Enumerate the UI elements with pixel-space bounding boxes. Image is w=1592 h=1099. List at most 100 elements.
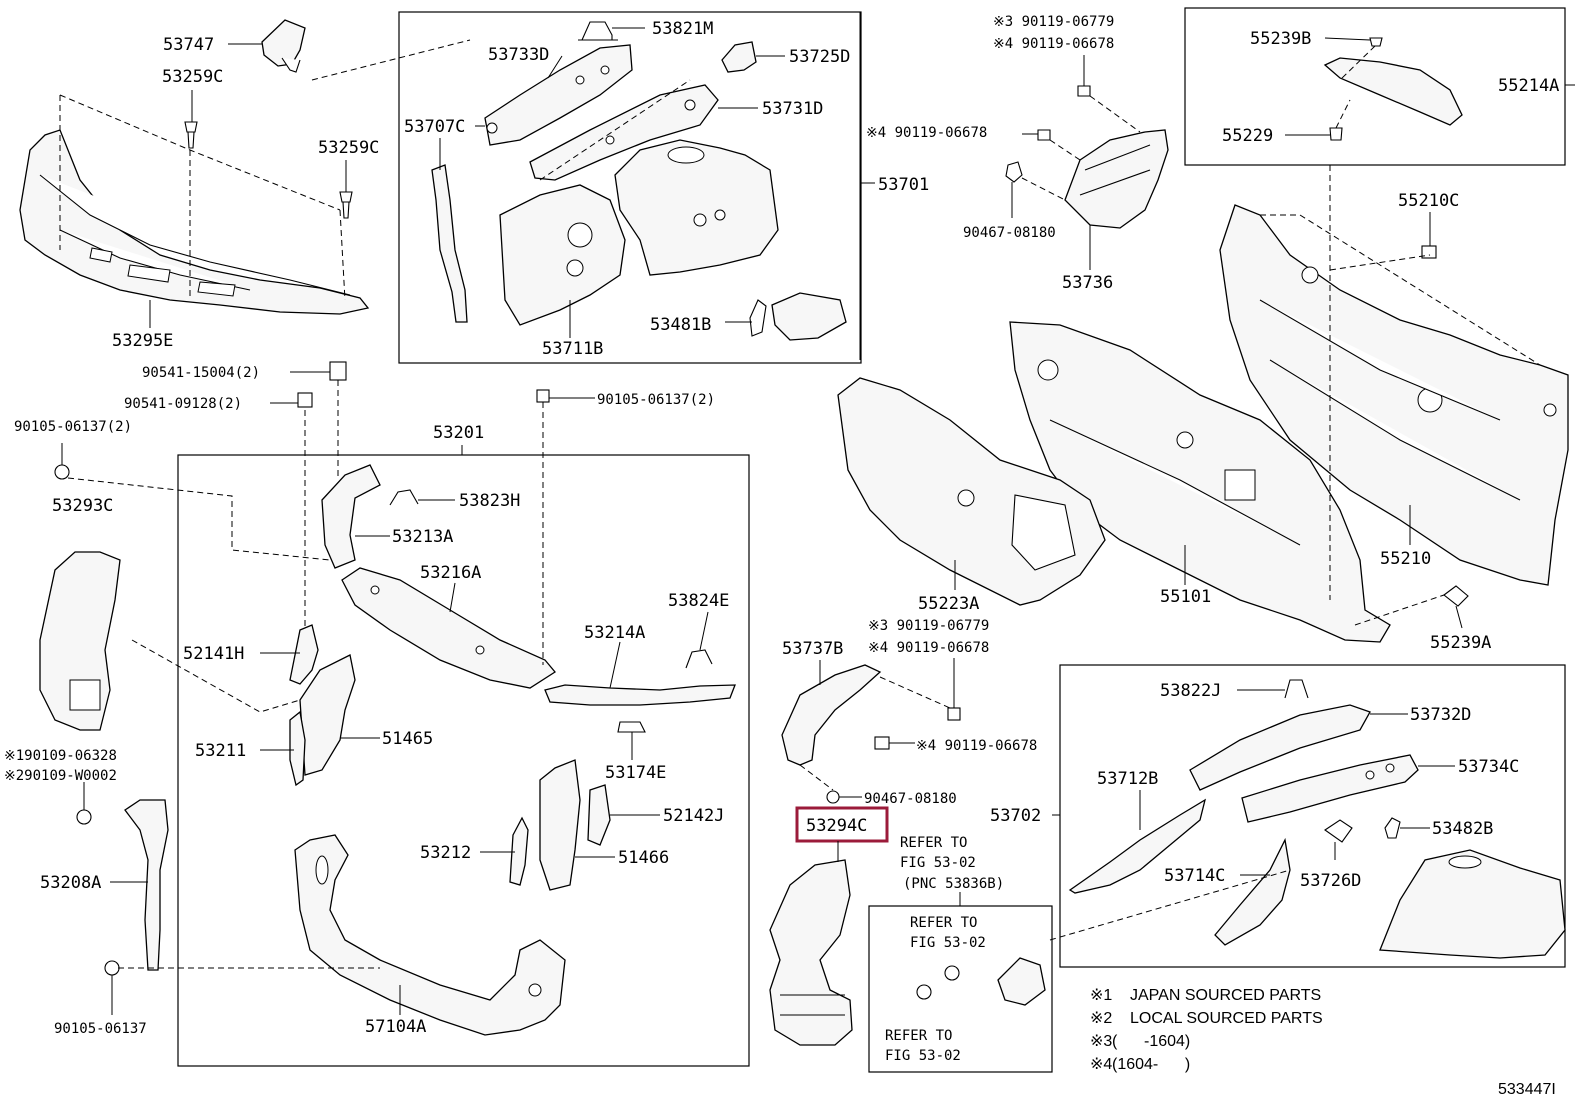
legend: ※1 JAPAN SOURCED PARTS ※2 LOCAL SOURCED … [1090, 987, 1323, 1073]
label-53212: 53212 [420, 843, 471, 863]
refer-2-line-2: FIG 53-02 [910, 935, 986, 951]
legend-text-4: (1604- ) [1112, 1056, 1190, 1073]
label-55239a: 55239A [1430, 633, 1491, 653]
label-55210: 55210 [1380, 549, 1431, 569]
dashed-guides [59, 39, 1541, 969]
part-53823h-shape [389, 489, 419, 506]
refer-1-line-2: FIG 53-02 [900, 855, 976, 871]
label-53726d: 53726D [1300, 871, 1361, 891]
label-53707c: 53707C [404, 117, 465, 137]
label-fastener-4-06678-d: ※4 90119-06678 [916, 738, 1037, 754]
label-53482b: 53482B [1432, 819, 1493, 839]
label-53702: 53702 [990, 806, 1041, 826]
label-53294c: 53294C [806, 816, 867, 836]
part-55210c-shape [1421, 245, 1437, 259]
part-53208a-shape [124, 799, 169, 971]
label-fastener-06137: 90105-06137 [54, 1021, 147, 1037]
label-fastener-4-06678-c: ※4 90119-06678 [868, 640, 989, 656]
label-53213a: 53213A [392, 527, 453, 547]
label-53259c-b: 53259C [318, 138, 379, 158]
label-fastener-1-06328: ※190109-06328 [4, 748, 117, 764]
label-53821m: 53821M [652, 19, 713, 39]
label-53481b: 53481B [650, 315, 711, 335]
part-53733d-shape [484, 44, 633, 146]
bolt-shapes-left [54, 464, 120, 976]
group-box-53702 [1059, 664, 1566, 968]
label-55229: 55229 [1222, 126, 1273, 146]
label-53714c: 53714C [1164, 866, 1225, 886]
label-53734c: 53734C [1458, 757, 1519, 777]
label-55239b: 55239B [1250, 29, 1311, 49]
refer-labels: REFER TO FIG 53-02 (PNC 53836B) REFER TO… [885, 835, 1004, 1064]
part-53707c-shape [431, 164, 468, 323]
part-55239a-shape [1443, 585, 1469, 607]
refer-2-line-1: REFER TO [910, 915, 977, 931]
label-53823h: 53823H [459, 491, 520, 511]
label-55223a: 55223A [918, 594, 979, 614]
label-53822j: 53822J [1160, 681, 1221, 701]
label-57104a: 57104A [365, 1017, 426, 1037]
legend-text-3: ( -1604) [1112, 1033, 1190, 1050]
part-51466-shape [539, 759, 581, 891]
part-53481b-shape [749, 292, 847, 341]
part-52142j-shape [587, 784, 611, 846]
leader-lines [61, 12, 1575, 1015]
legend-text-2: LOCAL SOURCED PARTS [1130, 1010, 1323, 1027]
part-53732d-shape [1189, 704, 1371, 791]
part-53747-shape [261, 19, 306, 73]
bumper-stop-shapes [297, 361, 550, 408]
label-55214a: 55214A [1498, 76, 1559, 96]
part-57104a-shape [294, 834, 566, 1036]
label-53701: 53701 [878, 175, 929, 195]
label-53201: 53201 [433, 423, 484, 443]
legend-mark-2: ※2 [1090, 1010, 1112, 1027]
fastener-labels: ※3 90119-06779 ※4 90119-06678 ※4 90119-0… [4, 14, 1114, 1037]
part-53212-shape [509, 816, 529, 886]
label-fastener-3-06779-a: ※3 90119-06779 [993, 14, 1114, 30]
label-53216a: 53216A [420, 563, 481, 583]
label-fastener-09128: 90541-09128(2) [124, 396, 242, 412]
part-53174e-shape [617, 721, 646, 733]
part-53211-shape [289, 710, 306, 787]
legend-mark-3: ※3 [1090, 1033, 1112, 1050]
part-51465-shape [299, 654, 356, 776]
label-55101: 55101 [1160, 587, 1211, 607]
part-53736-shape [1064, 129, 1169, 229]
diagram-id: 533447I [1498, 1081, 1556, 1098]
part-55223a-shape [837, 377, 1106, 606]
label-53737b: 53737B [782, 639, 843, 659]
label-53736: 53736 [1062, 273, 1113, 293]
label-53725d: 53725D [789, 47, 850, 67]
refer-box-parts [916, 957, 1046, 1006]
label-53214a: 53214A [584, 623, 645, 643]
group-box-53701 [398, 11, 862, 364]
part-53821m-shape [578, 21, 618, 41]
label-fastener-06137-2b: 90105-06137(2) [14, 419, 132, 435]
label-fastener-90467-b: 90467-08180 [864, 791, 957, 807]
refer-3-line-2: FIG 53-02 [885, 1048, 961, 1064]
part-53711b-shape [499, 184, 626, 326]
label-53208a: 53208A [40, 873, 101, 893]
group-box-53201 [177, 454, 750, 1067]
legend-mark-4: ※4 [1090, 1056, 1112, 1073]
label-fastener-90467-a: 90467-08180 [963, 225, 1056, 241]
label-53211: 53211 [195, 741, 246, 761]
label-fastener-3-06779-b: ※3 90119-06779 [868, 618, 989, 634]
part-53726d-shape [1324, 819, 1353, 843]
part-53294c-shape [769, 859, 853, 1046]
strut-tower-2-shape [1379, 849, 1566, 959]
part-53734c-shape [1241, 754, 1419, 823]
label-51465: 51465 [382, 729, 433, 749]
label-53259c-a: 53259C [162, 67, 223, 87]
refer-1-line-3: (PNC 53836B) [903, 876, 1004, 892]
part-52141h-shape [289, 624, 319, 685]
label-fastener-15004: 90541-15004(2) [142, 365, 260, 381]
label-53295e: 53295E [112, 331, 173, 351]
part-53293c-shape [39, 551, 121, 731]
refer-1-line-1: REFER TO [900, 835, 967, 851]
part-53731d-shape [529, 84, 719, 181]
label-fastener-2-w0002: ※290109-W0002 [4, 768, 117, 784]
part-53482b-shape [1384, 817, 1401, 839]
group-box-55214a [1184, 7, 1566, 166]
